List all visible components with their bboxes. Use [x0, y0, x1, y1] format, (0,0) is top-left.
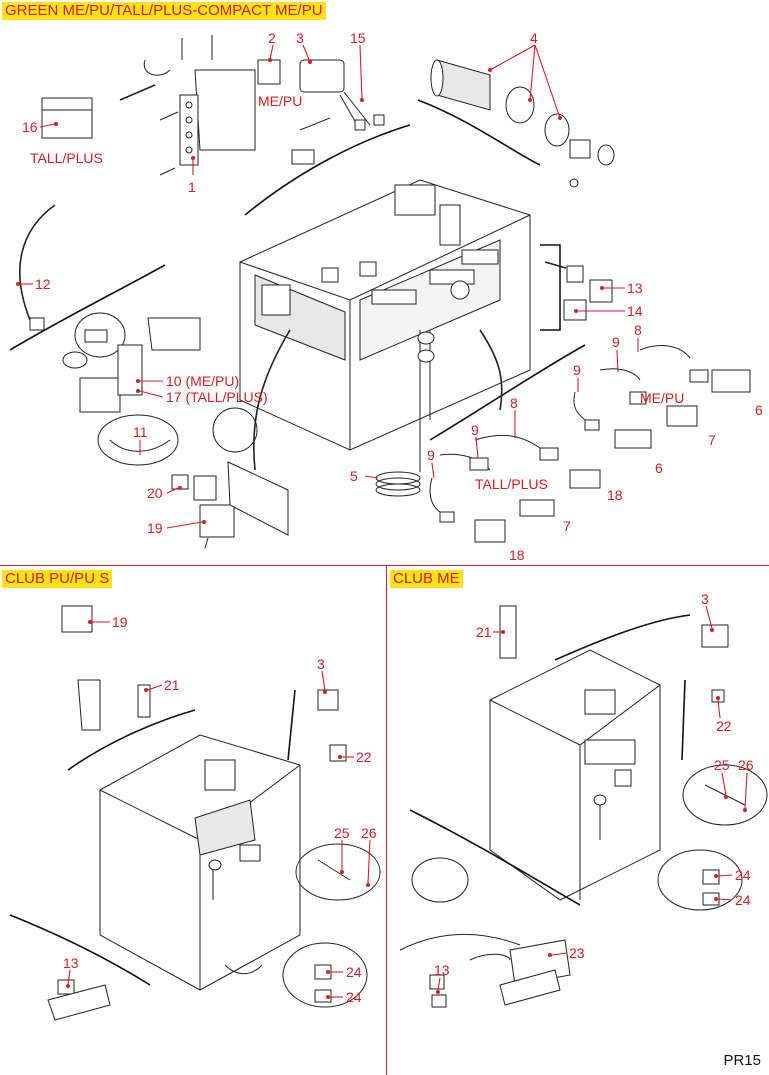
vertical-divider [386, 565, 387, 1075]
club-me-callout-23: 23 [569, 945, 585, 961]
callout-14: 14 [627, 303, 643, 319]
callout-9-tall-b: 9 [427, 447, 435, 463]
club-me-callout-21: 21 [476, 624, 492, 640]
group-arc [244, 124, 411, 216]
part-19-20-group [171, 461, 289, 549]
callout-5: 5 [350, 468, 358, 484]
callout-9-me-a: 9 [612, 334, 620, 350]
club-me-callout-22: 22 [716, 718, 732, 734]
club-me-machine-frame [489, 649, 661, 901]
detail-ellipse [411, 857, 469, 903]
club-pu-callout-22: 22 [356, 749, 372, 765]
detail-ellipse [682, 764, 768, 826]
part-5-coil [375, 420, 421, 497]
club-pu-callout-21: 21 [164, 677, 180, 693]
club-me-callout-24-b: 24 [735, 892, 751, 908]
club-me-callout-25: 25 [714, 757, 730, 773]
callout-18-a: 18 [607, 487, 623, 503]
callout-11: 11 [133, 424, 148, 440]
callout-20: 20 [147, 485, 163, 501]
callout-7-tall: 7 [563, 518, 571, 534]
callout-7-me: 7 [708, 432, 716, 448]
variant-label-tall-plus-a: TALL/PLUS [30, 150, 103, 166]
part-4-motor-group [430, 59, 615, 188]
group-arc [409, 809, 581, 906]
variant-label-17: 17 (TALL/PLUS) [166, 389, 268, 405]
club-pu-small-parts [47, 605, 351, 1021]
club-pu-callout-19: 19 [112, 614, 128, 630]
club-pu-callout-26: 26 [361, 825, 377, 841]
horizontal-divider [0, 565, 769, 566]
group-arc [554, 614, 691, 661]
callout-1: 1 [188, 179, 196, 195]
cable-connector [29, 317, 45, 331]
callout-3: 3 [296, 30, 304, 46]
part-12-cable [19, 204, 56, 321]
section-title-club-pu: CLUB PU/PU S [2, 570, 113, 588]
club-me-small-parts [399, 605, 746, 1008]
group-arc [67, 709, 196, 771]
callout-18-b: 18 [509, 547, 525, 563]
section-title-green: GREEN ME/PU/TALL/PLUS-COMPACT ME/PU [2, 2, 326, 20]
part-16-transformer [41, 97, 93, 139]
detail-ellipse [295, 843, 381, 901]
club-pu-machine-frame [99, 734, 301, 991]
club-me-callout-13: 13 [434, 962, 450, 978]
part-10-bracket-group [62, 312, 201, 466]
cable-curve [252, 329, 291, 471]
callout-13: 13 [627, 280, 643, 296]
page-number: PR15 [723, 1052, 761, 1069]
callout-labels: 1 2 3 15 4 16 12 13 14 8 9 9 6 7 8 9 9 6… [22, 30, 763, 1005]
section-title-club-me: CLUB ME [390, 570, 463, 588]
detail-ellipse [657, 849, 743, 911]
callout-15: 15 [350, 30, 366, 46]
club-pu-callout-13: 13 [63, 955, 79, 971]
main-machine-frame [239, 179, 531, 451]
club-pu-callout-3: 3 [317, 656, 325, 672]
variant-label-tall-plus-b: TALL/PLUS [475, 476, 548, 492]
me-pu-dosing-group [573, 345, 751, 449]
callout-6-me: 6 [755, 402, 763, 418]
group-arc [417, 99, 541, 166]
callout-8-tall: 8 [510, 395, 518, 411]
group-arc [429, 344, 586, 441]
club-pu-callout-24-a: 24 [346, 964, 362, 980]
group-arc [9, 914, 151, 986]
group-arc [681, 679, 686, 761]
club-me-callout-3: 3 [701, 591, 709, 607]
callout-9-me-b: 9 [573, 362, 581, 378]
group-arc [287, 689, 296, 761]
callout-19: 19 [147, 520, 163, 536]
callout-8-me: 8 [634, 322, 642, 338]
club-me-callout-26: 26 [738, 757, 754, 773]
callout-12: 12 [35, 276, 51, 292]
callout-16: 16 [22, 119, 38, 135]
callout-4: 4 [530, 30, 538, 46]
callout-6-tall: 6 [655, 460, 663, 476]
variant-label-10: 10 (ME/PU) [166, 373, 239, 389]
club-pu-callout-25: 25 [334, 825, 350, 841]
group-arc [9, 264, 166, 351]
variant-label-me-pu-a: ME/PU [258, 93, 302, 109]
group-bracket [540, 244, 561, 331]
callout-2: 2 [268, 30, 276, 46]
leader-lines [16, 44, 748, 999]
cable-curve [479, 329, 503, 411]
club-pu-callout-24-b: 24 [346, 989, 362, 1005]
callout-9-tall-a: 9 [471, 422, 479, 438]
detail-ellipse [282, 942, 368, 1008]
club-me-callout-24-a: 24 [735, 867, 751, 883]
bracket-assembly [119, 35, 385, 176]
variant-label-me-pu-b: ME/PU [640, 390, 684, 406]
tall-plus-dosing-group [429, 434, 601, 543]
detail-circle [212, 407, 258, 453]
